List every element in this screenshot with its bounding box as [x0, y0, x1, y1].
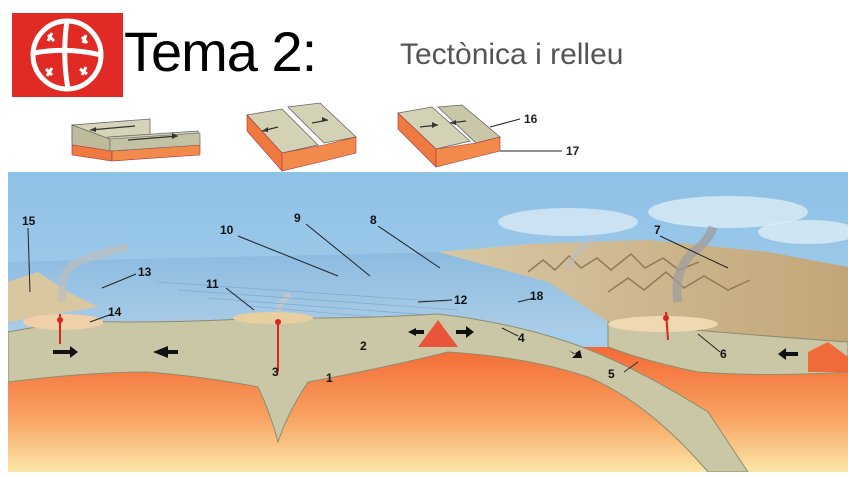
label-3: 3	[272, 365, 279, 379]
block-label-17: 17	[566, 144, 580, 158]
page-title: Tema 2:	[124, 24, 316, 80]
label-14: 14	[108, 305, 122, 319]
label-18: 18	[530, 289, 544, 303]
label-10: 10	[220, 223, 234, 237]
convergent-boundary-block	[398, 105, 562, 167]
label-1: 1	[326, 371, 333, 385]
transform-boundary-block	[72, 119, 200, 161]
label-11: 11	[206, 277, 219, 291]
label-7: 7	[654, 223, 661, 237]
label-9: 9	[294, 211, 301, 225]
label-12: 12	[454, 293, 468, 307]
label-5: 5	[608, 367, 615, 381]
globe-logo-icon	[12, 13, 123, 97]
block-label-16: 16	[524, 112, 538, 126]
label-6: 6	[720, 347, 727, 361]
label-13: 13	[138, 265, 152, 279]
tectonic-cross-section: 15 10 9 8 7 13 14 11 12 18 2 4 6 5 3 1	[8, 172, 848, 472]
page-subtitle: Tectònica i relleu	[400, 40, 623, 70]
label-4: 4	[518, 331, 525, 345]
label-8: 8	[370, 213, 377, 227]
label-15: 15	[22, 214, 36, 228]
label-2: 2	[360, 339, 367, 353]
divergent-boundary-block	[247, 103, 356, 171]
